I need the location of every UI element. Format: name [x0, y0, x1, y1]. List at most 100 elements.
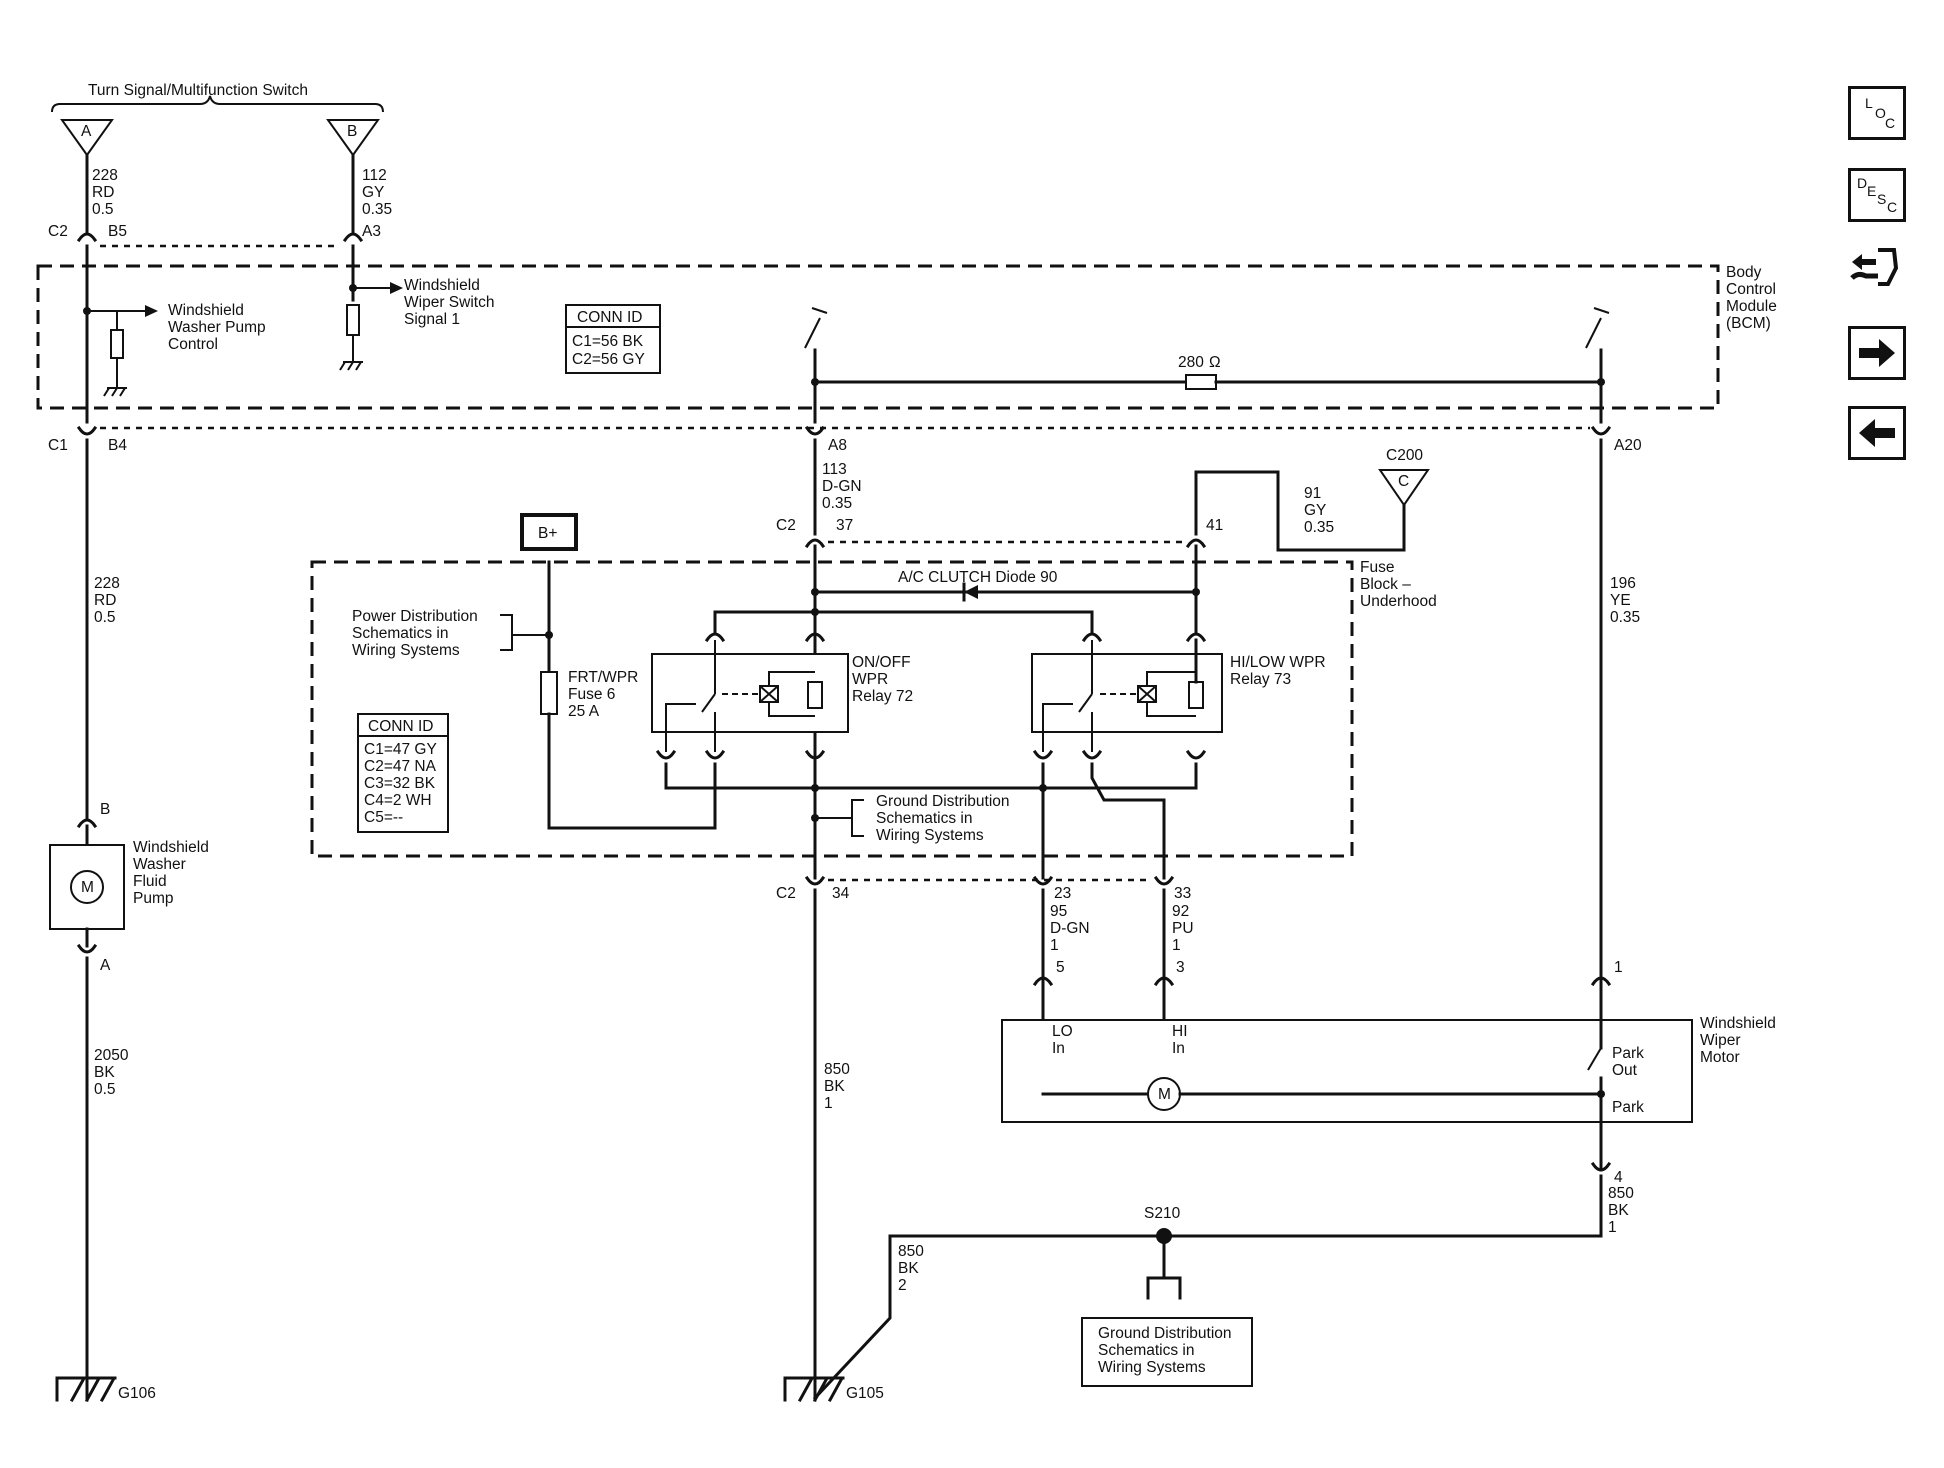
connector-1	[1590, 976, 1612, 987]
conn-c2-37: C2	[776, 517, 796, 534]
connector-33	[1153, 875, 1175, 886]
wiper-sig-arrow	[390, 282, 403, 294]
bcm-switch-right-top	[1593, 307, 1610, 314]
arrow-left-icon	[1859, 419, 1895, 447]
fuse-conn-id-title: CONN ID	[368, 718, 433, 735]
relay1-nc-lead	[665, 703, 696, 752]
conn-c2-top: C2	[48, 223, 68, 240]
wiper-ground-icon	[339, 361, 363, 371]
junction-relay2-lo	[1039, 784, 1047, 792]
resistor-ohm: Ω	[1209, 354, 1221, 371]
bcm-conn-id-row: C2=56 GY	[572, 351, 645, 368]
connector-view-button[interactable]	[1848, 244, 1906, 298]
connector-4	[1590, 1161, 1612, 1172]
ground-g105-icon	[783, 1376, 845, 1403]
switch-title: Turn Signal/Multifunction Switch	[88, 82, 308, 99]
loc-button[interactable]: L O C	[1848, 86, 1906, 140]
connector-pump-b	[76, 818, 98, 829]
loc-letter: O	[1875, 105, 1886, 121]
washer-motor-m: M	[81, 879, 94, 896]
switch-pin-b-triangle	[326, 119, 380, 157]
bcm-resistor-280	[1185, 374, 1217, 390]
relay1-coil-top	[768, 671, 815, 686]
power-dist-bracket	[500, 614, 549, 651]
bcm-boundary	[36, 264, 1720, 410]
connector-5	[1032, 976, 1054, 987]
c200-pin: C	[1398, 473, 1409, 490]
desc-letter: S	[1877, 191, 1887, 207]
relay2-pin-tl	[1081, 632, 1103, 643]
splice-s210-label: S210	[1144, 1205, 1181, 1222]
switch-pin-b: B	[347, 123, 357, 140]
desc-letter: E	[1867, 183, 1877, 199]
ground-g106: G106	[118, 1385, 156, 1402]
fuse-conn-id-row: C4=2 WH	[364, 792, 432, 809]
previous-page-button[interactable]	[1848, 406, 1906, 460]
ac-diode-label: A/C CLUTCH Diode 90	[898, 569, 1058, 586]
relay1-switch-blade	[701, 693, 716, 713]
relay1-pin-tr	[804, 632, 826, 643]
conn-pump-b: B	[100, 801, 110, 818]
bcm-switch-right-blade	[1585, 317, 1602, 349]
relay1-coil-bottom	[768, 702, 815, 717]
wire-relay-common	[713, 610, 1094, 636]
wire-relay-bottom	[664, 762, 1094, 790]
wire-fuse-relay	[547, 712, 717, 830]
junction-bcm-right	[1597, 378, 1605, 386]
switch-bracket	[51, 95, 384, 113]
relay2-switch-blade	[1078, 693, 1093, 713]
connector-37	[804, 538, 826, 549]
bcm-conn-id-title: CONN ID	[577, 309, 642, 326]
washer-ground-icon	[103, 387, 127, 397]
desc-button[interactable]: D E S C	[1848, 168, 1906, 222]
conn-a8: A8	[828, 437, 847, 454]
conn-b5: B5	[108, 223, 127, 240]
relay1-coil-x	[759, 685, 779, 703]
arrow-right-icon	[1859, 339, 1895, 367]
conn-37: 37	[836, 517, 853, 534]
conn-34: 34	[832, 885, 850, 902]
junction-bcm-left	[811, 378, 819, 386]
fuse-conn-id-row: C2=47 NA	[364, 758, 437, 775]
relay1-pin-tl	[704, 632, 726, 643]
loc-letter: C	[1885, 115, 1896, 131]
connector-b5	[76, 232, 98, 243]
bcm-switch-left-top	[811, 307, 828, 314]
next-page-button[interactable]	[1848, 326, 1906, 380]
conn-33: 33	[1174, 885, 1191, 902]
connector-a20	[1590, 425, 1612, 436]
conn-c2-34: C2	[776, 885, 796, 902]
fuse-conn-id-row: C3=32 BK	[364, 775, 436, 792]
wire-850-left	[812, 1234, 1166, 1401]
desc-letter: D	[1857, 175, 1868, 191]
conn-a3: A3	[362, 223, 381, 240]
connector-a8	[804, 425, 826, 436]
washer-resistor	[110, 329, 124, 359]
junction-diode-right	[1192, 588, 1200, 596]
wiper-motor-m: M	[1158, 1086, 1171, 1103]
connector-pump-a	[76, 943, 98, 954]
ground-dist-cap	[1146, 1276, 1182, 1300]
connector-tool-icon	[1850, 248, 1899, 286]
wire-850-right	[1162, 1174, 1603, 1238]
park-switch-blade	[1587, 1047, 1602, 1071]
relay1-pin-bm	[704, 749, 726, 760]
ground-dist-box	[1081, 1317, 1253, 1387]
